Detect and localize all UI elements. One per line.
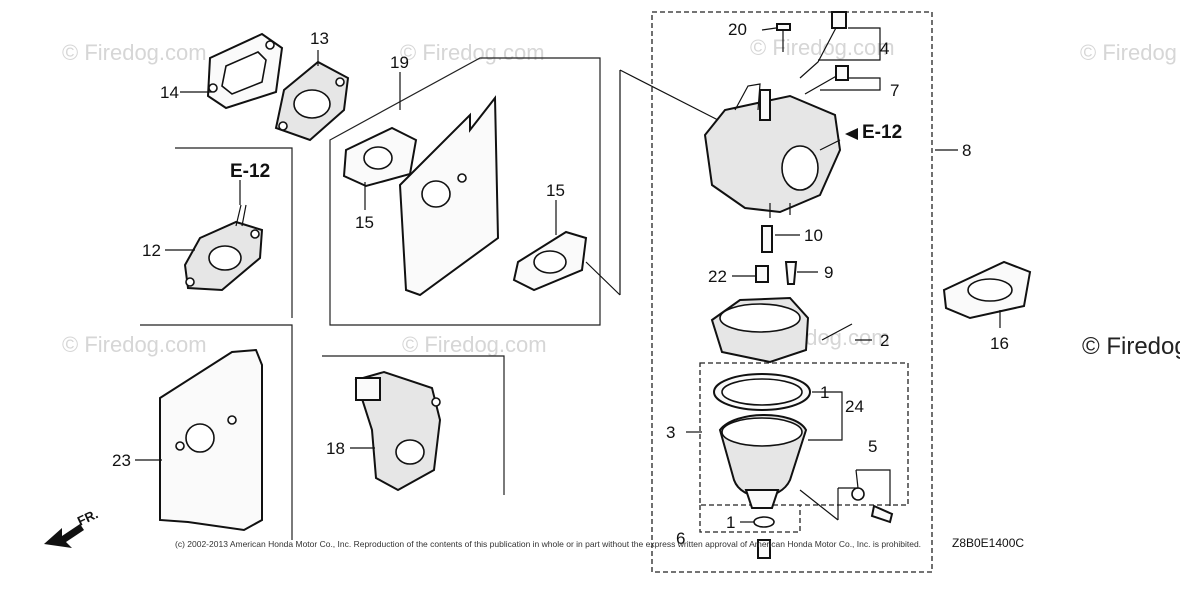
watermark: © Firedog.com bbox=[402, 332, 547, 357]
part-15-gasket-left bbox=[342, 126, 418, 188]
reference-e12-right: E-12 bbox=[862, 122, 902, 143]
group-box-3 bbox=[699, 362, 909, 506]
group-line-12 bbox=[175, 147, 293, 318]
front-label: FR. bbox=[75, 506, 100, 528]
diagram-code: Z8B0E1400C bbox=[952, 536, 1024, 550]
copyright-notice: (c) 2002-2013 American Honda Motor Co., … bbox=[175, 539, 921, 549]
part-13-insulator bbox=[274, 60, 350, 142]
watermark-edge-large: © Firedog bbox=[1082, 333, 1180, 360]
callout-22: 22 bbox=[708, 267, 727, 286]
part-23-plate bbox=[159, 348, 263, 532]
part-float bbox=[710, 296, 810, 364]
callout-15b: 15 bbox=[546, 181, 565, 200]
watermark: © Firedog.com bbox=[62, 40, 207, 65]
callout-18: 18 bbox=[326, 439, 345, 458]
callout-24: 24 bbox=[845, 397, 864, 416]
watermarks: © Firedog.com © Firedog.com © Firedog.co… bbox=[62, 35, 1177, 357]
callout-3: 3 bbox=[666, 423, 675, 442]
callout-10: 10 bbox=[804, 226, 823, 245]
callout-15a: 15 bbox=[355, 213, 374, 232]
group-box-8 bbox=[651, 11, 933, 573]
part-18-bracket bbox=[354, 370, 442, 492]
callout-1a: 1 bbox=[820, 383, 829, 402]
front-direction: FR. bbox=[44, 506, 100, 548]
callout-23: 23 bbox=[112, 451, 131, 470]
part-14-gasket bbox=[206, 32, 284, 110]
callout-4: 4 bbox=[880, 39, 889, 58]
group-line-18 bbox=[322, 355, 505, 495]
part-3-chamber bbox=[713, 373, 894, 559]
callout-2: 2 bbox=[880, 331, 889, 350]
group-line-23 bbox=[140, 324, 293, 540]
reference-e12-left: E-12 bbox=[230, 161, 270, 182]
callout-6: 6 bbox=[676, 529, 685, 548]
watermark: © Firedog.com bbox=[62, 332, 207, 357]
callout-13: 13 bbox=[310, 29, 329, 48]
reference-arrow bbox=[845, 128, 858, 140]
watermark-edge: © Firedog bbox=[1080, 40, 1177, 65]
watermark: © Firedog.com bbox=[400, 40, 545, 65]
callout-5: 5 bbox=[868, 437, 877, 456]
leader-lines bbox=[135, 27, 1001, 523]
callout-8: 8 bbox=[962, 141, 971, 160]
callout-9: 9 bbox=[824, 263, 833, 282]
reference-labels: E-12 E-12 bbox=[230, 122, 902, 182]
part-8-carburetor bbox=[703, 83, 842, 218]
callout-16: 16 bbox=[990, 334, 1009, 353]
part-16-gasket bbox=[942, 260, 1032, 320]
group-box-19 bbox=[329, 57, 601, 326]
footer: (c) 2002-2013 American Honda Motor Co., … bbox=[175, 536, 1024, 550]
group-box-6 bbox=[699, 505, 801, 533]
callout-7: 7 bbox=[890, 81, 899, 100]
front-arrow-icon bbox=[44, 524, 84, 548]
part-12-insulator bbox=[183, 204, 264, 292]
callouts: 14 13 12 23 18 19 15 15 20 4 7 8 10 9 22… bbox=[112, 20, 1009, 548]
callout-20: 20 bbox=[728, 20, 747, 39]
callout-14: 14 bbox=[160, 83, 179, 102]
callout-12: 12 bbox=[142, 241, 161, 260]
part-15-gasket-right bbox=[512, 230, 588, 292]
small-parts bbox=[755, 11, 853, 341]
watermark: © Firedog.com bbox=[750, 35, 895, 60]
part-19-plate bbox=[398, 95, 500, 297]
group-boxes bbox=[140, 11, 933, 573]
callout-19: 19 bbox=[390, 53, 409, 72]
callout-1b: 1 bbox=[726, 513, 735, 532]
